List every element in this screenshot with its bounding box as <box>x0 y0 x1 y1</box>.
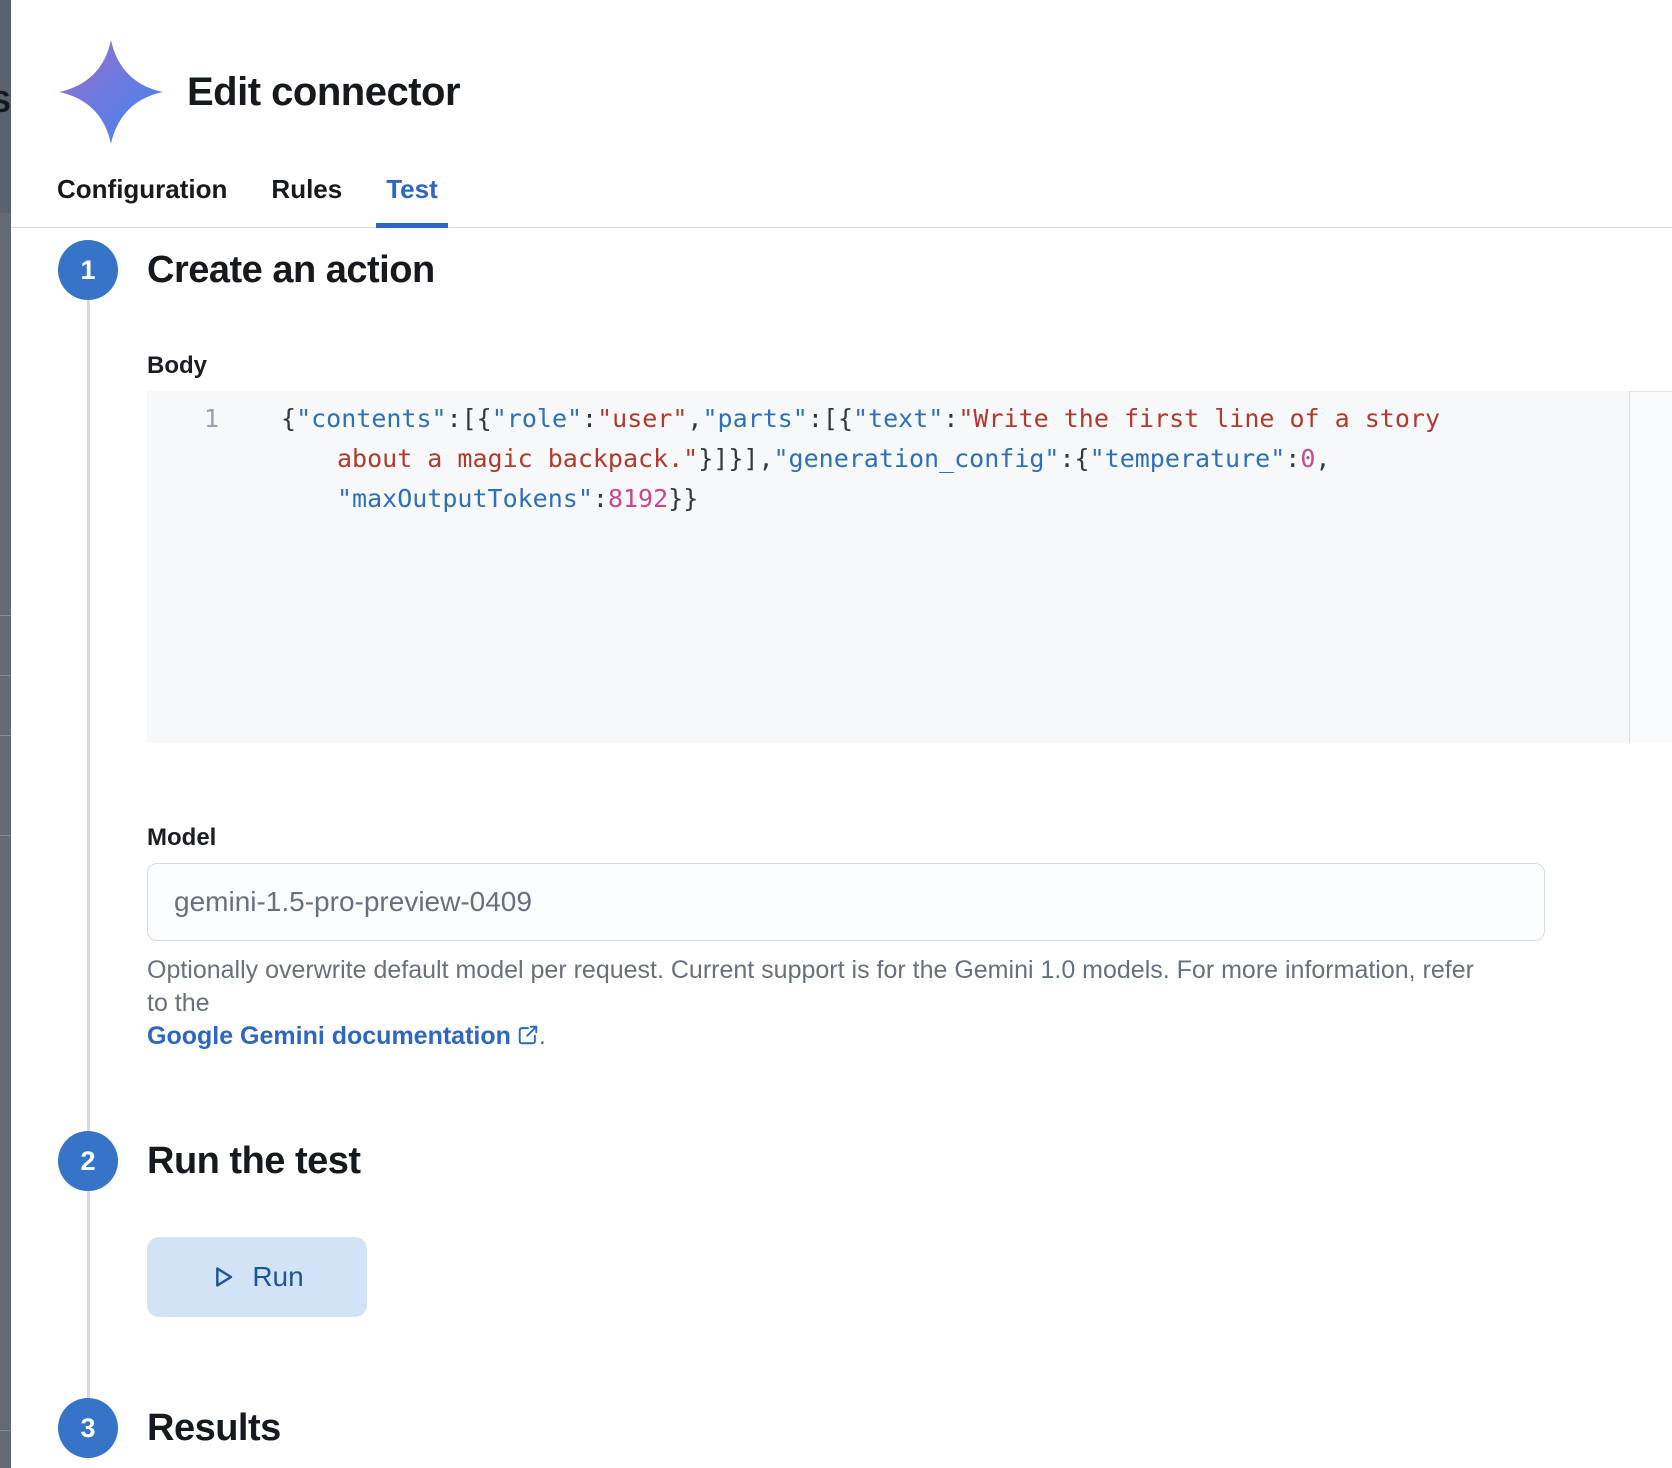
play-icon <box>216 1267 233 1287</box>
step-heading-row: Results <box>147 1398 1672 1458</box>
step-number-badge: 3 <box>58 1398 118 1458</box>
background-row-divider <box>0 835 11 836</box>
step-title: Results <box>147 1406 281 1449</box>
step-connector-line <box>86 1191 90 1398</box>
background-clipped-text: S <box>0 84 11 119</box>
code-editor-minimap-scrollbar[interactable] <box>1629 391 1672 743</box>
tab-test[interactable]: Test <box>376 160 448 228</box>
gemini-documentation-link[interactable]: Google Gemini documentation <box>147 1022 539 1050</box>
title-row: Edit connector <box>57 36 1672 148</box>
background-row-divider <box>0 675 11 676</box>
run-button[interactable]: Run <box>147 1237 367 1317</box>
step-title: Create an action <box>147 248 435 291</box>
body-field-label: Body <box>147 352 207 379</box>
step-create-action: 1 Create an action Body 1 {"contents":[{… <box>11 240 1672 1131</box>
step-rail: 1 <box>57 240 119 1131</box>
step-number-badge: 1 <box>58 240 118 300</box>
background-row-divider <box>0 1430 11 1431</box>
step-connector-line <box>86 300 90 1131</box>
flyout-header: Edit connector Configuration Rules Test <box>11 0 1672 228</box>
model-help-link-row: Google Gemini documentation. <box>147 1020 1497 1053</box>
step-content: Results <box>147 1398 1672 1458</box>
step-content: Run the test Run <box>147 1131 1672 1398</box>
model-help-sentence: Optionally overwrite default model per r… <box>147 956 1474 1017</box>
help-suffix: . <box>538 1022 546 1050</box>
tab-rules[interactable]: Rules <box>271 174 343 204</box>
edit-connector-flyout: Edit connector Configuration Rules Test … <box>11 0 1672 1468</box>
step-rail: 3 <box>57 1398 119 1458</box>
step-heading-row: Create an action <box>147 240 1672 300</box>
code-lines[interactable]: {"contents":[{"role":"user","parts":[{"t… <box>281 404 1441 513</box>
model-input[interactable] <box>147 863 1545 941</box>
step-run-test: 2 Run the test Run <box>11 1131 1672 1398</box>
test-steps: 1 Create an action Body 1 {"contents":[{… <box>11 228 1672 1458</box>
tab-configuration[interactable]: Configuration <box>57 174 228 204</box>
body-code-editor[interactable]: 1 {"contents":[{"role":"user","parts":[{… <box>147 391 1672 743</box>
step-content: Create an action Body 1 {"contents":[{"r… <box>147 240 1672 1131</box>
step-heading-row: Run the test <box>147 1131 1672 1191</box>
code-line-number: 1 <box>203 404 219 433</box>
external-link-icon <box>518 1025 538 1045</box>
gemini-sparkle-icon <box>59 40 163 144</box>
background-page-strip: S <box>0 0 11 1468</box>
step-number-badge: 2 <box>58 1131 118 1191</box>
model-field-label: Model <box>147 824 217 851</box>
run-button-label: Run <box>252 1261 304 1292</box>
page-title: Edit connector <box>187 69 461 114</box>
tab-bar: Configuration Rules Test <box>11 160 1672 228</box>
background-page-header <box>0 0 11 213</box>
gemini-documentation-link-label: Google Gemini documentation <box>147 1022 511 1050</box>
background-row-divider <box>0 615 11 616</box>
step-title: Run the test <box>147 1139 361 1182</box>
step-results: 3 Results <box>11 1398 1672 1458</box>
model-help-text: Optionally overwrite default model per r… <box>147 954 1497 1053</box>
step-rail: 2 <box>57 1131 119 1398</box>
background-row-divider <box>0 735 11 736</box>
